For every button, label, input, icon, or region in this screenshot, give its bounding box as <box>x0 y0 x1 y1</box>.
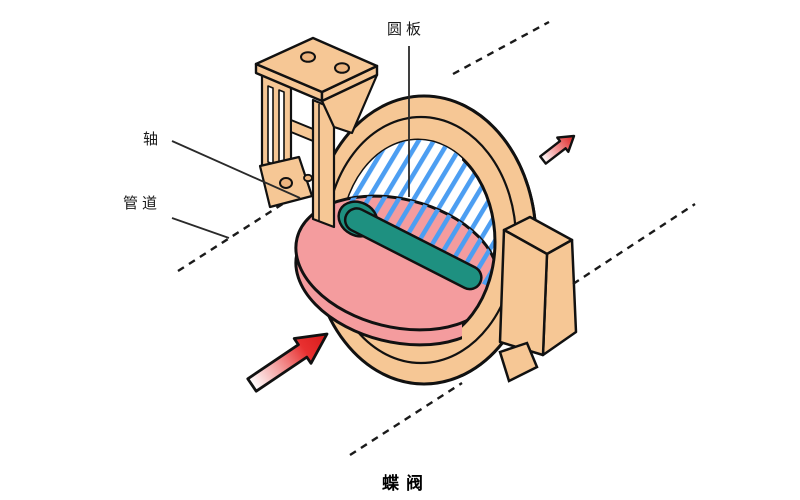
valve-shaft <box>337 200 483 291</box>
plate-top-face <box>254 36 379 94</box>
plate-hole <box>334 62 350 74</box>
label-disc: 圆板 <box>387 22 426 38</box>
leader-pipe <box>171 217 230 239</box>
leader-shaft <box>171 140 301 199</box>
bracket-slot <box>278 89 285 169</box>
bracket-slot <box>267 85 274 165</box>
pipe-line-upper-right <box>452 20 550 76</box>
pipe-line-upper-left <box>177 196 293 273</box>
diagram-caption: 蝶阀 <box>382 474 430 493</box>
pipe-line-lower-left <box>349 381 463 457</box>
label-pipe: 管道 <box>123 196 162 212</box>
plate-hole <box>300 51 316 63</box>
actuator-bracket <box>254 36 379 229</box>
bracket-brace <box>290 119 314 142</box>
pipe-dashed-outline <box>177 20 550 457</box>
pipe-line-lower-right <box>572 202 696 286</box>
block-front-face <box>498 228 549 357</box>
flow-arrow-inlet <box>246 332 329 393</box>
label-shaft: 轴 <box>143 132 163 148</box>
leader-lines <box>171 46 410 239</box>
bearing-block <box>498 215 578 357</box>
foot-hole <box>303 173 313 183</box>
flow-arrow-outlet <box>539 134 576 165</box>
foot-hole <box>279 177 293 189</box>
shaft-bar <box>343 207 483 291</box>
bottom-lug <box>498 341 539 383</box>
